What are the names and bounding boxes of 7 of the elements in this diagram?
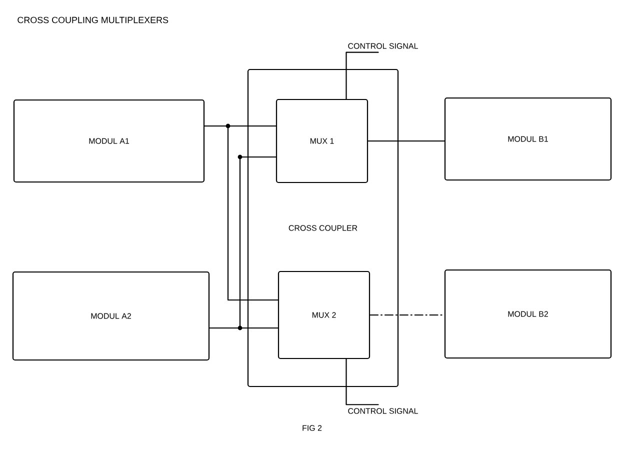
connector-line xyxy=(209,327,278,329)
connector-line xyxy=(368,140,445,142)
connector-line xyxy=(204,125,278,301)
connector-line xyxy=(346,358,379,406)
connector-line xyxy=(346,52,379,100)
diagram-title: CROSS COUPLING MULTIPLEXERS xyxy=(18,16,168,24)
connector-line xyxy=(370,314,445,316)
